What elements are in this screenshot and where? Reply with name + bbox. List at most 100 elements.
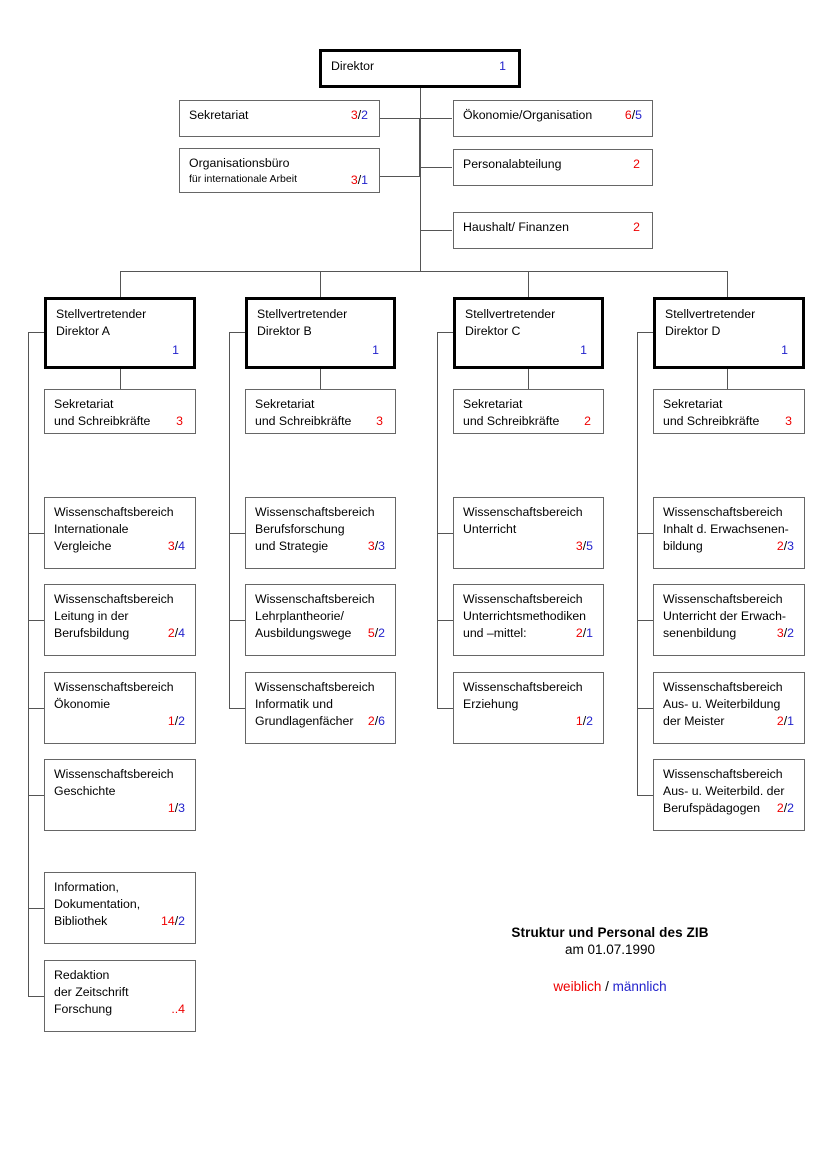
box-secretariat-c-line-1: Sekretariat: [463, 397, 523, 411]
connector-d-spine: [637, 332, 638, 796]
box-unit-c-1-line-2: Unterricht: [463, 522, 517, 536]
box-sekretariat-female: 3: [350, 108, 358, 122]
connector-b-head-to-secretariat: [320, 369, 321, 389]
box-unit-b-1-female: 3: [367, 539, 375, 553]
box-unit-a-5-staff-count: 14/2: [161, 913, 185, 930]
box-unit-d-2-line-2: Unterricht der Erwach-: [663, 609, 787, 623]
box-secretariat-c-female: 2: [584, 414, 591, 428]
connector-deputy-drop-a: [120, 271, 121, 297]
connector-c-stub-0: [437, 332, 453, 333]
box-sekretariat[interactable]: Sekretariat 3/2: [179, 100, 380, 137]
box-direktor[interactable]: Direktor 1: [319, 49, 521, 88]
connector-a-stub-5: [28, 908, 45, 909]
box-oekonomie-organisation[interactable]: Ökonomie/Organisation 6/5: [453, 100, 653, 137]
box-unit-b-3-staff-count: 2/6: [368, 713, 385, 730]
connector-d-stub-4: [637, 795, 654, 796]
box-unit-a-2-staff-count: 2/4: [168, 625, 185, 642]
box-unit-c-1-line-1: Wissenschaftsbereich: [463, 505, 583, 519]
box-unit-b-1-line-3: und Strategie: [255, 539, 329, 553]
box-deputy-a-line-2: Direktor A: [56, 324, 110, 338]
legend-separator: /: [605, 979, 609, 994]
box-unit-a-3-male: 2: [178, 714, 185, 728]
box-unit-d-1-male: 3: [787, 539, 794, 553]
box-unit-d-4-line-3: Berufspädagogen: [663, 801, 761, 815]
caption-block: Struktur und Personal des ZIB am 01.07.1…: [460, 925, 760, 994]
box-unit-c-3-male: 2: [586, 714, 593, 728]
box-direktor-label: Direktor: [331, 59, 375, 73]
box-unit-a-4-female: 1: [167, 801, 175, 815]
box-unit-b-2-separator: /: [374, 626, 379, 640]
box-deputy-d-line-2: Direktor D: [665, 324, 721, 338]
connector-d-stub-2: [637, 620, 654, 621]
box-unit-a-2-separator: /: [174, 626, 179, 640]
box-organisationsbuero-sublabel: für internationale Arbeit: [189, 173, 297, 185]
box-unit-a-1-line-3: Vergleiche: [54, 539, 112, 553]
box-unit-d-1-separator: /: [783, 539, 788, 553]
box-unit-c-2-separator: /: [582, 626, 587, 640]
box-unit-b-3-line-1: Wissenschaftsbereich: [255, 680, 375, 694]
box-unit-b-1-staff-count: 3/3: [368, 538, 385, 555]
box-unit-b-2-line-1: Wissenschaftsbereich: [255, 592, 375, 606]
box-unit-a-1-male: 4: [178, 539, 185, 553]
box-unit-c-3-staff-count: 1/2: [576, 713, 593, 730]
box-haushalt-finanzen[interactable]: Haushalt/ Finanzen 2: [453, 212, 653, 249]
box-secretariat-d-female: 3: [785, 414, 792, 428]
box-unit-a-5-male: 2: [178, 914, 185, 928]
box-unit-a-3-female: 1: [167, 714, 175, 728]
box-unit-d-3-separator: /: [783, 714, 788, 728]
box-secretariat-a-line-1: Sekretariat: [54, 397, 114, 411]
connector-a-stub-0: [28, 332, 44, 333]
box-unit-b-1-line-2: Berufsforschung: [255, 522, 345, 536]
box-unit-d-3-female: 2: [776, 714, 784, 728]
connector-d-head-to-secretariat: [727, 369, 728, 389]
box-unit-c-2-female: 2: [575, 626, 583, 640]
box-unit-a-4-line-1: Wissenschaftsbereich: [54, 767, 174, 781]
box-unit-c-2-line-1: Wissenschaftsbereich: [463, 592, 583, 606]
box-unit-a-3-line-1: Wissenschaftsbereich: [54, 680, 174, 694]
box-unit-b-3-line-3: Grundlagenfächer: [255, 714, 354, 728]
connector-a-stub-6: [28, 996, 45, 997]
connector-deputy-drop-b: [320, 271, 321, 297]
box-unit-c-1-staff-count: 3/5: [576, 538, 593, 555]
connector-oekonomie-to-trunk: [420, 118, 452, 119]
box-unit-a-2-line-2: Leitung in der: [54, 609, 129, 623]
box-unit-a-4-staff-count: 1/3: [168, 800, 185, 817]
box-unit-c-1-male: 5: [586, 539, 593, 553]
box-unit-b-3-female: 2: [367, 714, 375, 728]
box-direktor-male: 1: [499, 59, 506, 73]
box-unit-b-3-male: 6: [378, 714, 385, 728]
box-deputy-b-staff-count: 1: [372, 342, 379, 359]
box-unit-a-4-male: 3: [178, 801, 185, 815]
connector-a-head-to-secretariat: [120, 369, 121, 389]
box-organisationsbuero[interactable]: Organisationsbüro für internationale Arb…: [179, 148, 380, 193]
box-personalabteilung[interactable]: Personalabteilung 2: [453, 149, 653, 186]
box-deputy-c-staff-count: 1: [580, 342, 587, 359]
box-unit-a-4-line-2: Geschichte: [54, 784, 116, 798]
box-unit-a-5-female: 14: [161, 914, 175, 928]
box-unit-d-4-male: 2: [787, 801, 794, 815]
